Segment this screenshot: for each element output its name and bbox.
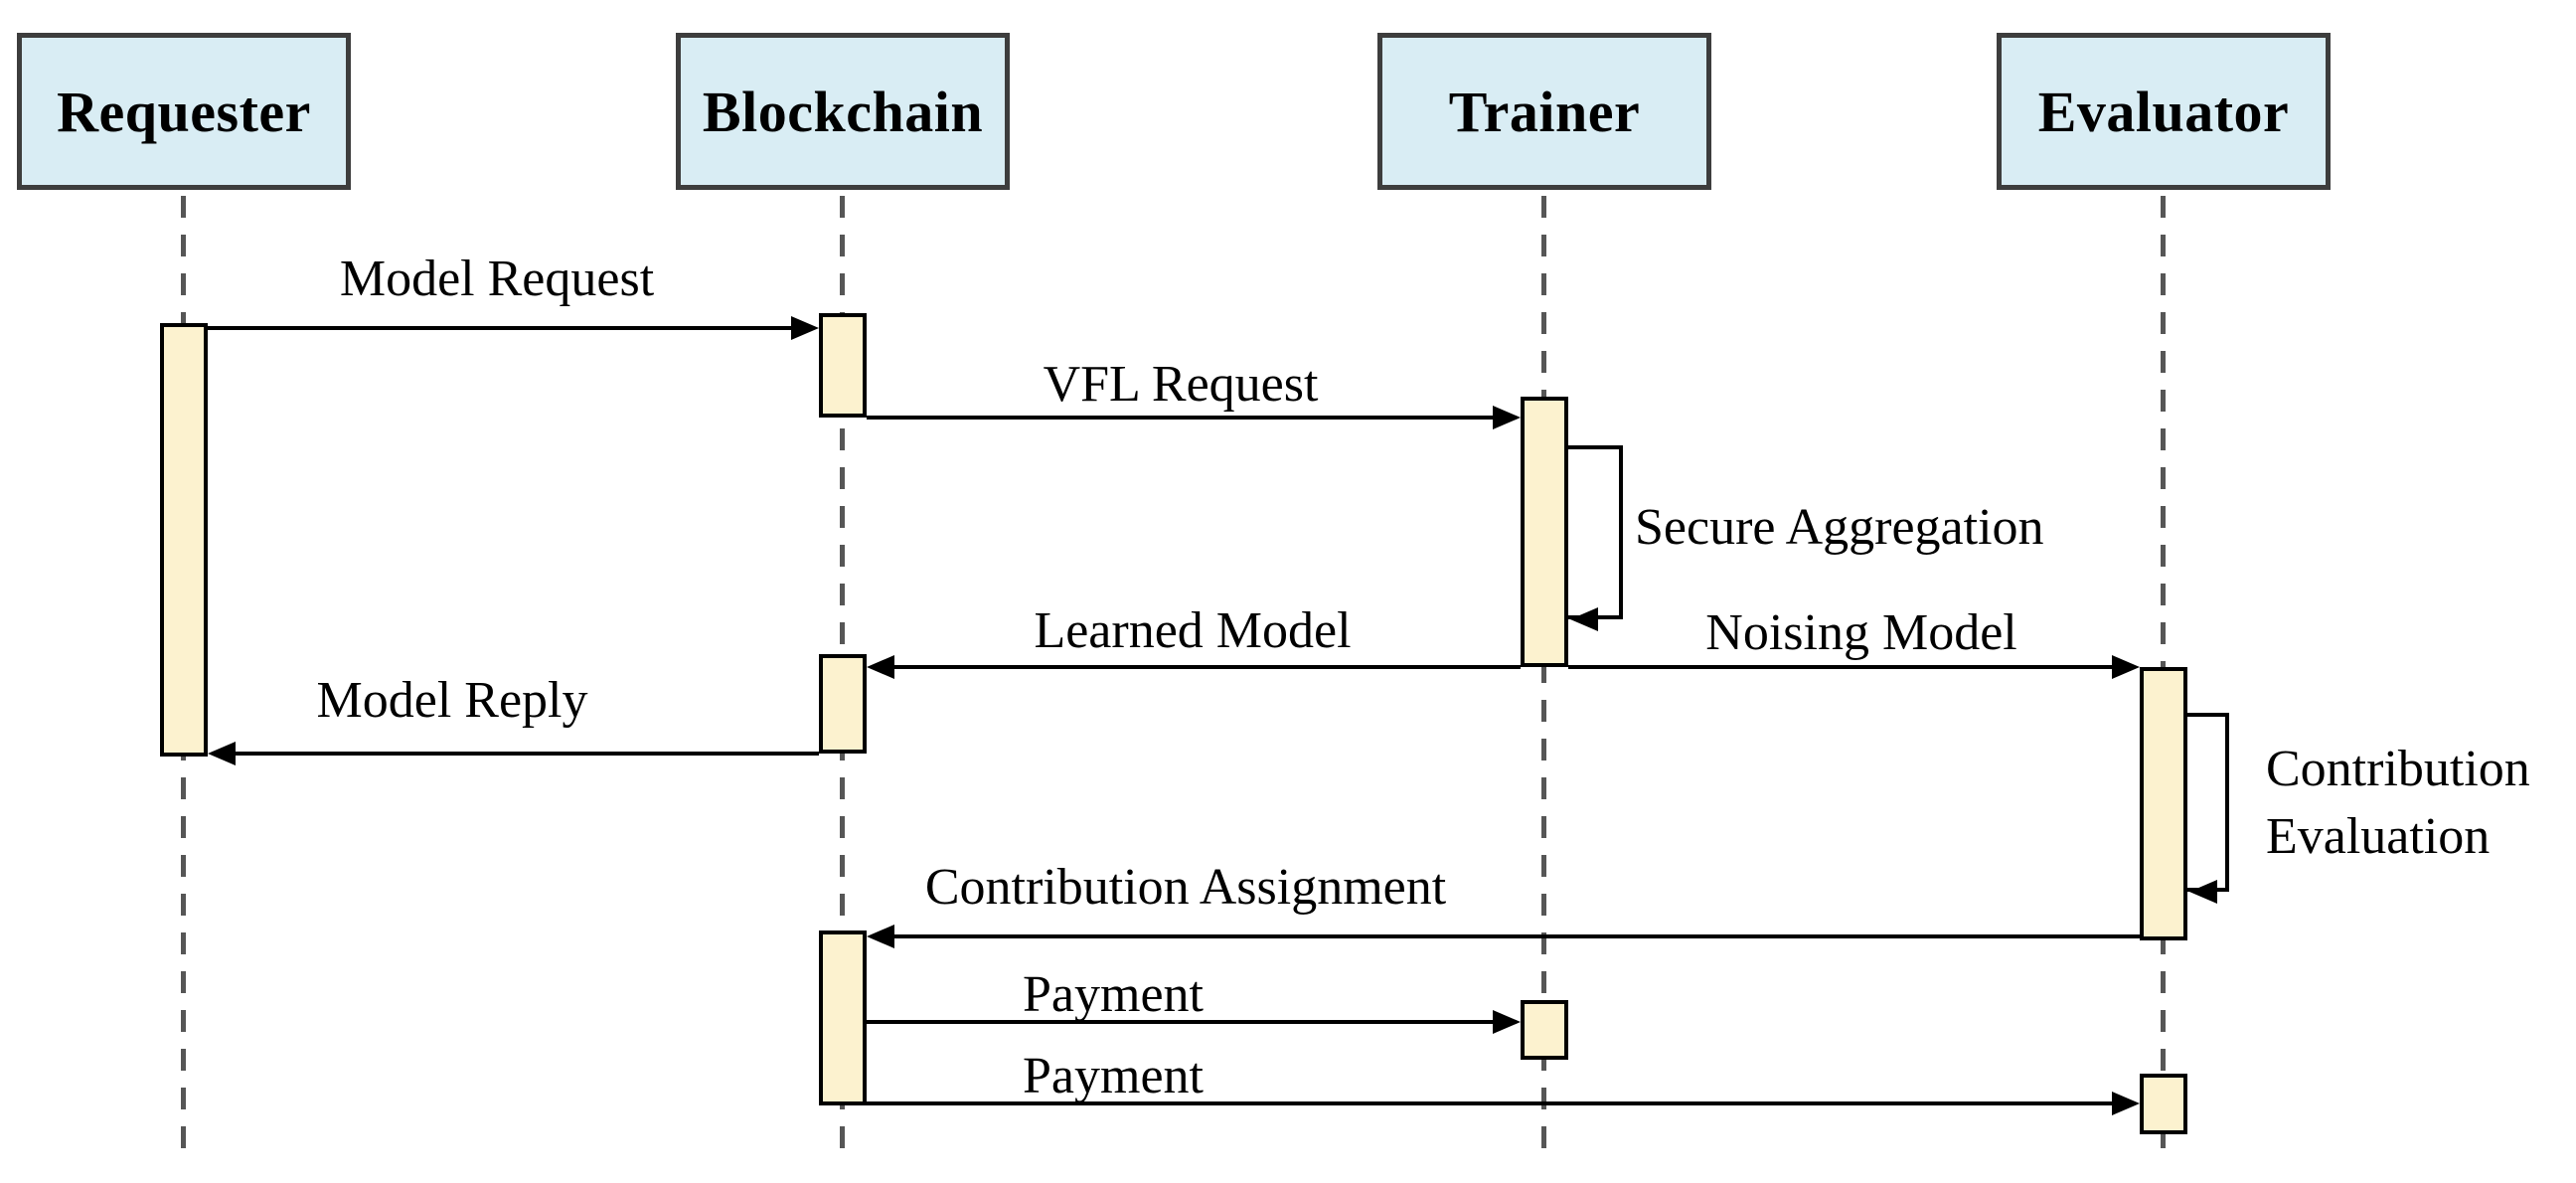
message-line-model-reply — [234, 752, 819, 756]
message-line-learned-model — [892, 665, 1521, 669]
activation-requester — [160, 323, 208, 757]
arrowhead-left-icon — [2189, 880, 2217, 904]
actor-evaluator: Evaluator — [1997, 33, 2331, 190]
message-label-learned-model: Learned Model — [1034, 602, 1352, 659]
activation-blockchain-2 — [819, 654, 867, 754]
arrowhead-right-icon — [2112, 1092, 2140, 1115]
message-label-payment-to-evaluator: Payment — [1023, 1048, 1204, 1104]
message-label-contribution-evaluation: Contribution Evaluation — [2266, 736, 2530, 871]
message-line-payment-to-trainer — [867, 1020, 1495, 1024]
message-label-payment-to-trainer: Payment — [1023, 966, 1204, 1023]
message-label-model-request: Model Request — [339, 251, 655, 307]
actor-requester: Requester — [17, 33, 351, 190]
message-line-vfl-request — [867, 416, 1495, 420]
arrowhead-left-icon — [867, 925, 894, 948]
arrowhead-left-icon — [1570, 607, 1598, 631]
activation-blockchain-3 — [819, 930, 867, 1105]
message-line-payment-to-evaluator — [867, 1101, 2114, 1105]
message-label-model-reply: Model Reply — [316, 672, 588, 729]
arrowhead-left-icon — [867, 655, 894, 679]
lifeline-trainer — [1541, 196, 1546, 1158]
self-loop-contribution-evaluation — [2185, 713, 2229, 892]
arrowhead-right-icon — [1493, 406, 1521, 429]
actor-trainer: Trainer — [1377, 33, 1711, 190]
message-line-model-request — [208, 326, 793, 330]
arrowhead-right-icon — [791, 316, 819, 340]
arrowhead-left-icon — [208, 742, 236, 765]
message-line-contribution-assignment — [892, 934, 2140, 938]
message-label-contribution-assignment: Contribution Assignment — [924, 859, 1447, 916]
message-label-vfl-request: VFL Request — [1043, 356, 1319, 413]
self-loop-secure-aggregation — [1566, 445, 1623, 619]
message-label-line: Evaluation — [2266, 808, 2491, 865]
actor-blockchain: Blockchain — [676, 33, 1010, 190]
message-label-noising-model: Noising Model — [1705, 604, 2017, 661]
message-label-secure-aggregation: Secure Aggregation — [1635, 499, 2044, 556]
activation-evaluator-1 — [2140, 667, 2187, 940]
message-label-line: Contribution — [2266, 741, 2530, 797]
activation-trainer-1 — [1521, 397, 1568, 667]
arrowhead-right-icon — [1493, 1010, 1521, 1034]
activation-trainer-2 — [1521, 1000, 1568, 1060]
activation-evaluator-2 — [2140, 1074, 2187, 1134]
activation-blockchain-1 — [819, 313, 867, 418]
message-line-noising-model — [1568, 665, 2114, 669]
arrowhead-right-icon — [2112, 655, 2140, 679]
